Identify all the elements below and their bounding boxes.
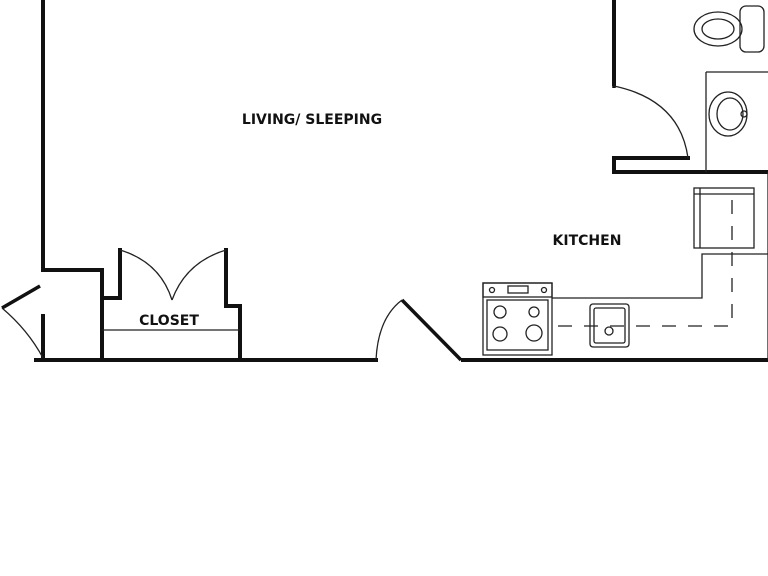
left-notch-wall	[41, 268, 104, 300]
closet-back-wall	[100, 248, 122, 300]
bathroom-sink-icon	[708, 91, 748, 137]
range-stove-icon	[482, 282, 553, 356]
bath-door-swing	[613, 85, 689, 159]
left-door-swing	[1, 307, 44, 359]
room-label-closet: CLOSET	[139, 313, 199, 329]
closet-door-left	[119, 249, 173, 301]
dashed-counter-overhead	[556, 200, 733, 327]
walls	[34, 0, 768, 362]
main-door-swing	[375, 299, 403, 361]
closet-back-wall-right	[224, 248, 242, 308]
room-label-kitchen: KITCHEN	[553, 233, 622, 249]
bath-lower-wall	[612, 156, 768, 174]
main-door-leaf	[400, 298, 463, 362]
kitchen-sink-icon	[589, 303, 630, 348]
refrigerator-icon	[693, 187, 755, 249]
doors	[1, 84, 689, 362]
toilet-icon	[693, 5, 765, 53]
counter-top-edge	[552, 253, 768, 299]
left-door-leaf	[1, 284, 41, 310]
room-label-living-sleeping: LIVING/ SLEEPING	[242, 112, 382, 128]
closet-door-right	[171, 249, 227, 301]
kitchen-counter	[552, 172, 768, 360]
